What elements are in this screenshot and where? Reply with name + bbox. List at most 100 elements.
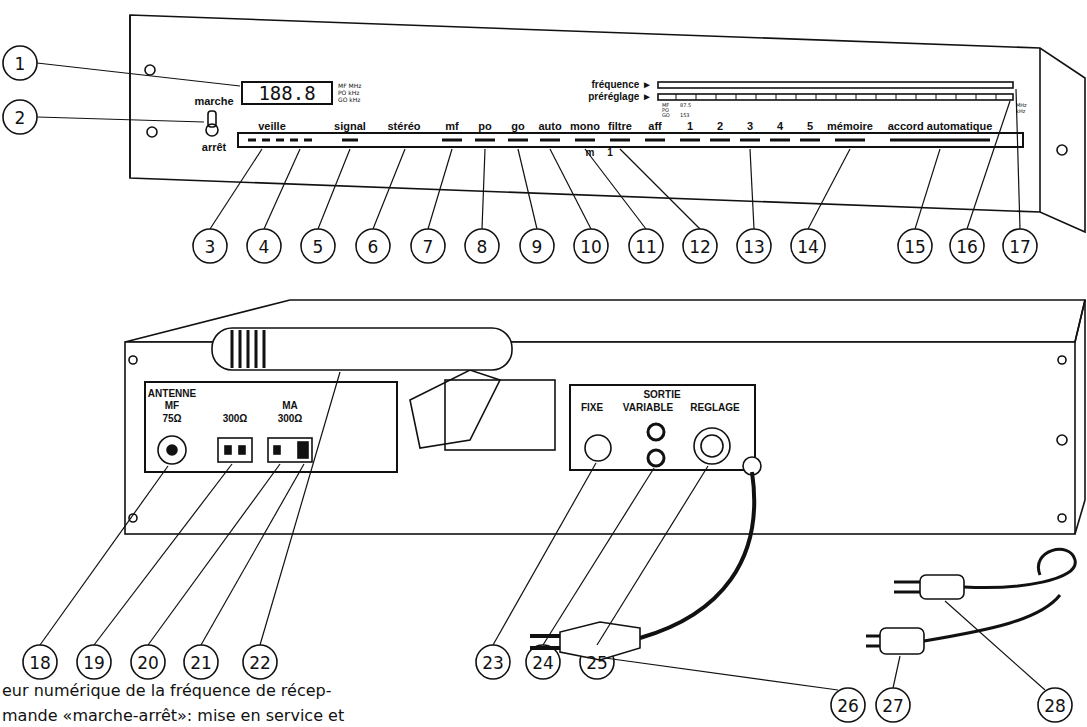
cord-loop bbox=[964, 549, 1075, 587]
callout-number: 23 bbox=[482, 655, 504, 672]
panel-label: auto bbox=[538, 121, 561, 132]
panel-label: 1 bbox=[687, 121, 693, 132]
panel-label: 2 bbox=[717, 121, 723, 132]
panel-label: REGLAGE bbox=[690, 403, 739, 413]
front-housing bbox=[130, 15, 1085, 232]
plug bbox=[880, 628, 924, 654]
callout-number: 27 bbox=[882, 698, 904, 715]
scale-label: MHz bbox=[1016, 103, 1027, 108]
preset-row bbox=[658, 94, 1013, 100]
level-knob bbox=[701, 435, 723, 457]
callout-number: 12 bbox=[689, 239, 711, 256]
screw bbox=[1057, 145, 1067, 155]
rca-socket bbox=[648, 450, 664, 466]
fm-300-terminal bbox=[218, 438, 252, 462]
callout-number: 28 bbox=[1044, 698, 1066, 715]
scale-label: 87.5 bbox=[680, 103, 691, 108]
panel-label: go bbox=[511, 121, 524, 132]
panel-label: 1 bbox=[607, 148, 613, 158]
callout-number: 19 bbox=[83, 655, 105, 672]
callout-number: 21 bbox=[190, 655, 212, 672]
cord bbox=[924, 595, 1060, 641]
plug bbox=[920, 575, 964, 599]
antenna-panel bbox=[145, 382, 397, 472]
scale-label: kHz bbox=[1016, 109, 1025, 114]
coax-socket bbox=[158, 436, 186, 464]
display-digits: 188.8 bbox=[258, 84, 315, 103]
panel-label: 3 bbox=[747, 121, 753, 132]
scale-ticks bbox=[676, 94, 996, 100]
panel-label: m bbox=[586, 148, 595, 158]
panel-label: po bbox=[478, 121, 491, 132]
button-strip bbox=[238, 133, 1023, 147]
row-label: fréquence ► bbox=[592, 80, 652, 90]
callout-number: 1 bbox=[15, 56, 26, 73]
panel-label: mémoire bbox=[827, 121, 873, 132]
callout-number: 10 bbox=[580, 239, 602, 256]
body-text: eur numérique de la fréquence de récep- bbox=[2, 683, 331, 699]
callout-number: 16 bbox=[956, 239, 978, 256]
callout-number: 25 bbox=[586, 655, 608, 672]
screw bbox=[147, 127, 157, 137]
panel-label: mono bbox=[570, 121, 600, 132]
panel-label: 5 bbox=[807, 121, 813, 132]
callout-number: 24 bbox=[532, 655, 554, 672]
callout-number: 6 bbox=[368, 239, 379, 256]
housing-edge bbox=[129, 15, 131, 178]
callout-number: 15 bbox=[904, 239, 926, 256]
power-switch bbox=[206, 124, 218, 136]
screw bbox=[145, 65, 155, 75]
switch-label: arrêt bbox=[202, 142, 226, 153]
callout-number: 4 bbox=[259, 239, 270, 256]
panel-label: VARIABLE bbox=[623, 403, 673, 413]
ferrite-antenna bbox=[212, 328, 512, 370]
level-knob bbox=[694, 428, 730, 464]
body-text: mande «marche-arrêt»: mise en service et bbox=[2, 708, 344, 724]
callout-number: 8 bbox=[477, 239, 488, 256]
panel-label: aff bbox=[648, 121, 661, 132]
buttons bbox=[248, 139, 990, 142]
panel-label: 4 bbox=[777, 121, 783, 132]
unit-label: GO kHz bbox=[338, 97, 360, 103]
panel-label: filtre bbox=[608, 121, 632, 132]
display-window bbox=[242, 82, 332, 104]
scale-label: 153 bbox=[680, 113, 690, 118]
din-socket bbox=[585, 435, 611, 461]
callout-number: 18 bbox=[29, 655, 51, 672]
callout-number: 13 bbox=[743, 239, 765, 256]
panel-label: SORTIE bbox=[643, 390, 680, 400]
callout-number: 17 bbox=[1009, 239, 1031, 256]
unit-label: MF MHz bbox=[338, 83, 361, 89]
coax-socket bbox=[167, 445, 177, 455]
callout-number: 2 bbox=[15, 110, 26, 127]
callout-number: 14 bbox=[797, 239, 819, 256]
housing-edge bbox=[1039, 48, 1041, 212]
panel-label: 300Ω bbox=[223, 414, 248, 424]
panel-label: 75Ω bbox=[162, 414, 181, 424]
frequency-row bbox=[658, 82, 1013, 88]
callout-number: 3 bbox=[205, 239, 216, 256]
antenna-coil bbox=[232, 330, 264, 368]
output-panel bbox=[570, 385, 755, 470]
callout-number: 26 bbox=[837, 698, 859, 715]
power-cord bbox=[640, 472, 754, 638]
am-300-terminal bbox=[268, 438, 312, 462]
panel-label: mf bbox=[445, 121, 458, 132]
switch-label: marche bbox=[194, 96, 233, 107]
panel-label: signal bbox=[334, 121, 366, 132]
rca-socket bbox=[648, 424, 664, 440]
callout-number: 22 bbox=[249, 655, 271, 672]
panel-label: veille bbox=[258, 121, 286, 132]
scale-label: GO bbox=[662, 113, 670, 118]
panel-label: FIXE bbox=[581, 403, 603, 413]
callout-number: 7 bbox=[423, 239, 434, 256]
row-label: préréglage ► bbox=[588, 92, 652, 102]
panel-label: 300Ω bbox=[278, 414, 303, 424]
unit-label: PO kHz bbox=[338, 90, 359, 96]
panel-label: ANTENNE bbox=[148, 389, 196, 399]
panel-label: MA bbox=[282, 401, 298, 411]
callout-number: 5 bbox=[313, 239, 324, 256]
leader-lines bbox=[40, 372, 1045, 690]
